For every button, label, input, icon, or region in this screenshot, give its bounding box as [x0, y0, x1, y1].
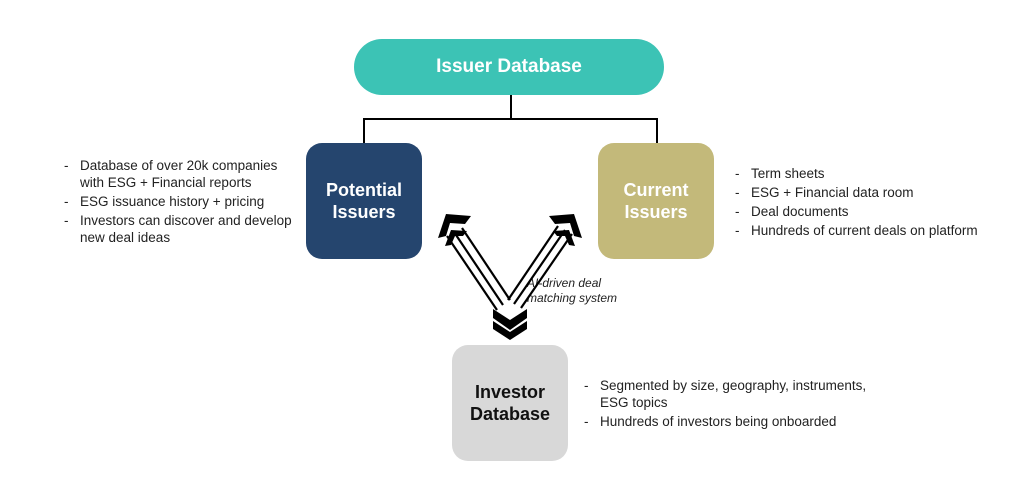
bullet-item: Hundreds of current deals on platform	[733, 222, 1018, 239]
connector-top	[510, 95, 512, 119]
connector-horizontal	[363, 118, 658, 120]
potential-issuers-box: Potential Issuers	[306, 143, 422, 259]
investor-database-label-2: Database	[469, 404, 551, 424]
connector-right	[656, 118, 658, 143]
current-issuers-box: Current Issuers	[598, 143, 714, 259]
potential-issuers-label-2: Issuers	[332, 202, 396, 222]
potential-issuers-bullets: Database of over 20k companies with ESG …	[62, 157, 302, 248]
matching-label-line-2: matching system	[527, 291, 618, 305]
matching-system-label: AI-driven deal matching system	[527, 276, 657, 306]
bullet-item: Investors can discover and develop new d…	[62, 212, 302, 246]
potential-issuers-label-1: Potential	[325, 180, 402, 200]
investor-database-label-1: Investor	[474, 382, 546, 402]
bullet-item: Term sheets	[733, 165, 1018, 182]
left-double-line	[446, 227, 511, 311]
current-issuers-label-2: Issuers	[624, 202, 688, 222]
bullet-item: Deal documents	[733, 203, 1018, 220]
bullet-item: ESG + Financial data room	[733, 184, 1018, 201]
right-double-line	[507, 225, 573, 309]
issuer-database-box: Issuer Database	[354, 39, 664, 95]
investor-database-box: Investor Database	[452, 345, 568, 461]
bullet-item: ESG issuance history + pricing	[62, 193, 302, 210]
bullet-item: Database of over 20k companies with ESG …	[62, 157, 302, 191]
matching-label-line-1: AI-driven deal	[527, 276, 602, 290]
arrow-up-left-icon	[438, 214, 471, 246]
current-issuers-bullets: Term sheets ESG + Financial data room De…	[733, 165, 1018, 241]
bullet-item: Hundreds of investors being onboarded	[582, 413, 882, 430]
issuer-database-label: Issuer Database	[436, 56, 582, 77]
chevron-down-icon	[493, 309, 527, 340]
current-issuers-label-1: Current	[623, 180, 689, 200]
investor-database-bullets: Segmented by size, geography, instrument…	[582, 377, 882, 432]
bullet-item: Segmented by size, geography, instrument…	[582, 377, 882, 411]
connector-left	[363, 118, 365, 143]
arrow-up-right-icon	[549, 214, 582, 246]
